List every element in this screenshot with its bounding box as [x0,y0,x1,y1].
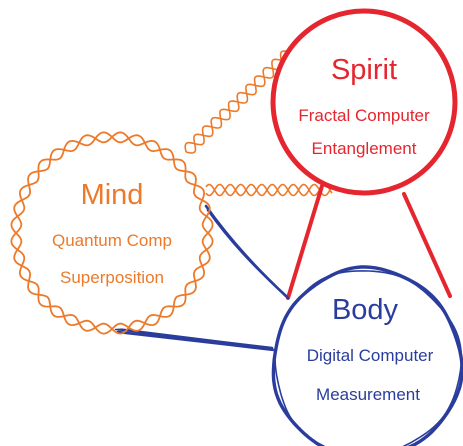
body-line2: Measurement [316,385,420,404]
connections-layer [114,50,452,352]
mind-spirit-helix-upper-b [184,51,292,153]
spirit-body-line-left [286,184,324,300]
body-line1: Digital Computer [306,346,434,365]
mind-body-line-upper [204,204,290,300]
spirit-title: Spirit [330,54,398,86]
spirit-body-line-right [402,192,452,298]
mind-body-line-lower [114,327,276,352]
mind-circle-helix-b [10,131,214,335]
mind-line2: Superposition [60,268,164,287]
mind-spirit-helix-lower-b [205,183,333,197]
mind-circle-fill [16,137,208,329]
mind-spirit-helix-lower-a [205,183,333,197]
body-title: Body [331,294,399,326]
body-circle-fill [273,269,461,446]
spirit-line2: Entanglement [311,139,417,158]
mind-title: Mind [80,179,144,211]
nodes-layer [10,8,463,446]
spirit-line1: Fractal Computer [298,106,430,125]
mind-line1: Quantum Comp [52,231,172,250]
spirit-circle [270,8,458,196]
body-circle-second-stroke [274,270,463,446]
